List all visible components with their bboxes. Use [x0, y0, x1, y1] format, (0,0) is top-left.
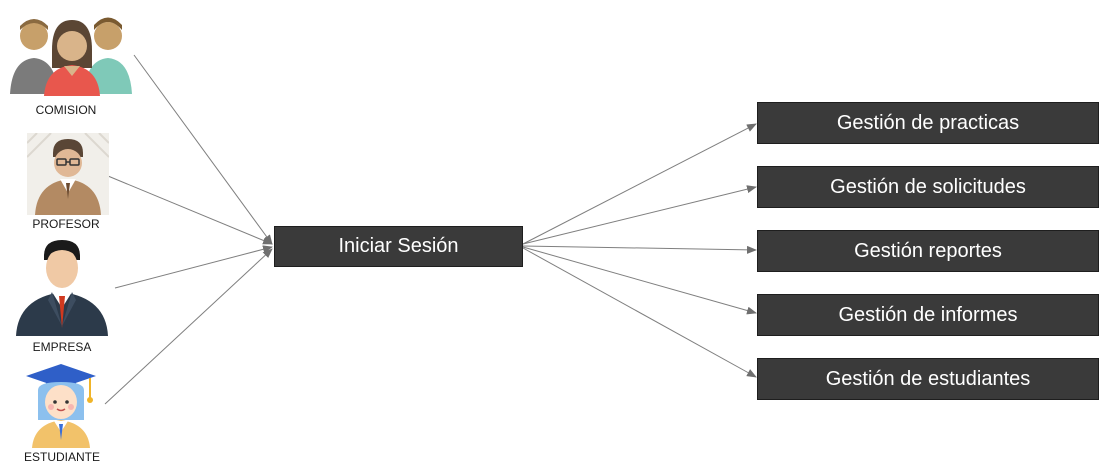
- actor-estudiante: ESTUDIANTE: [0, 358, 140, 464]
- arrow-login-to-practicas: [522, 123, 757, 245]
- arrow-login-to-reportes: [522, 245, 757, 254]
- arrow-login-to-solicitudes: [522, 185, 757, 245]
- actor-profesor: PROFESOR: [0, 130, 140, 234]
- actor-comision: COMISION: [0, 0, 140, 120]
- actor-label-estudiante: ESTUDIANTE: [23, 450, 100, 464]
- actor-label-empresa: EMPRESA: [32, 340, 92, 354]
- login-box[interactable]: Iniciar Sesión: [274, 226, 523, 267]
- module-gestion-solicitudes[interactable]: Gestión de solicitudes: [757, 166, 1099, 208]
- arrow-login-to-estudiantes: [522, 247, 757, 378]
- group-people-icon: [10, 17, 132, 96]
- actor-empresa: EMPRESA: [0, 238, 140, 356]
- arrow-comision-to-login: [133, 54, 273, 245]
- module-gestion-practicas[interactable]: Gestión de practicas: [757, 102, 1099, 144]
- actor-label-profesor: PROFESOR: [32, 217, 100, 231]
- module-gestion-informes[interactable]: Gestión de informes: [757, 294, 1099, 336]
- module-gestion-reportes[interactable]: Gestión reportes: [757, 230, 1099, 272]
- arrow-empresa-to-login: [114, 245, 273, 289]
- businessman-icon: [16, 240, 108, 336]
- module-gestion-estudiantes[interactable]: Gestión de estudiantes: [757, 358, 1099, 400]
- actor-label-comision: COMISION: [35, 103, 97, 117]
- teacher-icon: [27, 133, 109, 215]
- arrow-profesor-to-login: [107, 175, 273, 245]
- arrow-estudiante-to-login: [104, 248, 273, 405]
- arrow-login-to-informes: [522, 246, 757, 315]
- graduate-student-icon: [26, 364, 96, 448]
